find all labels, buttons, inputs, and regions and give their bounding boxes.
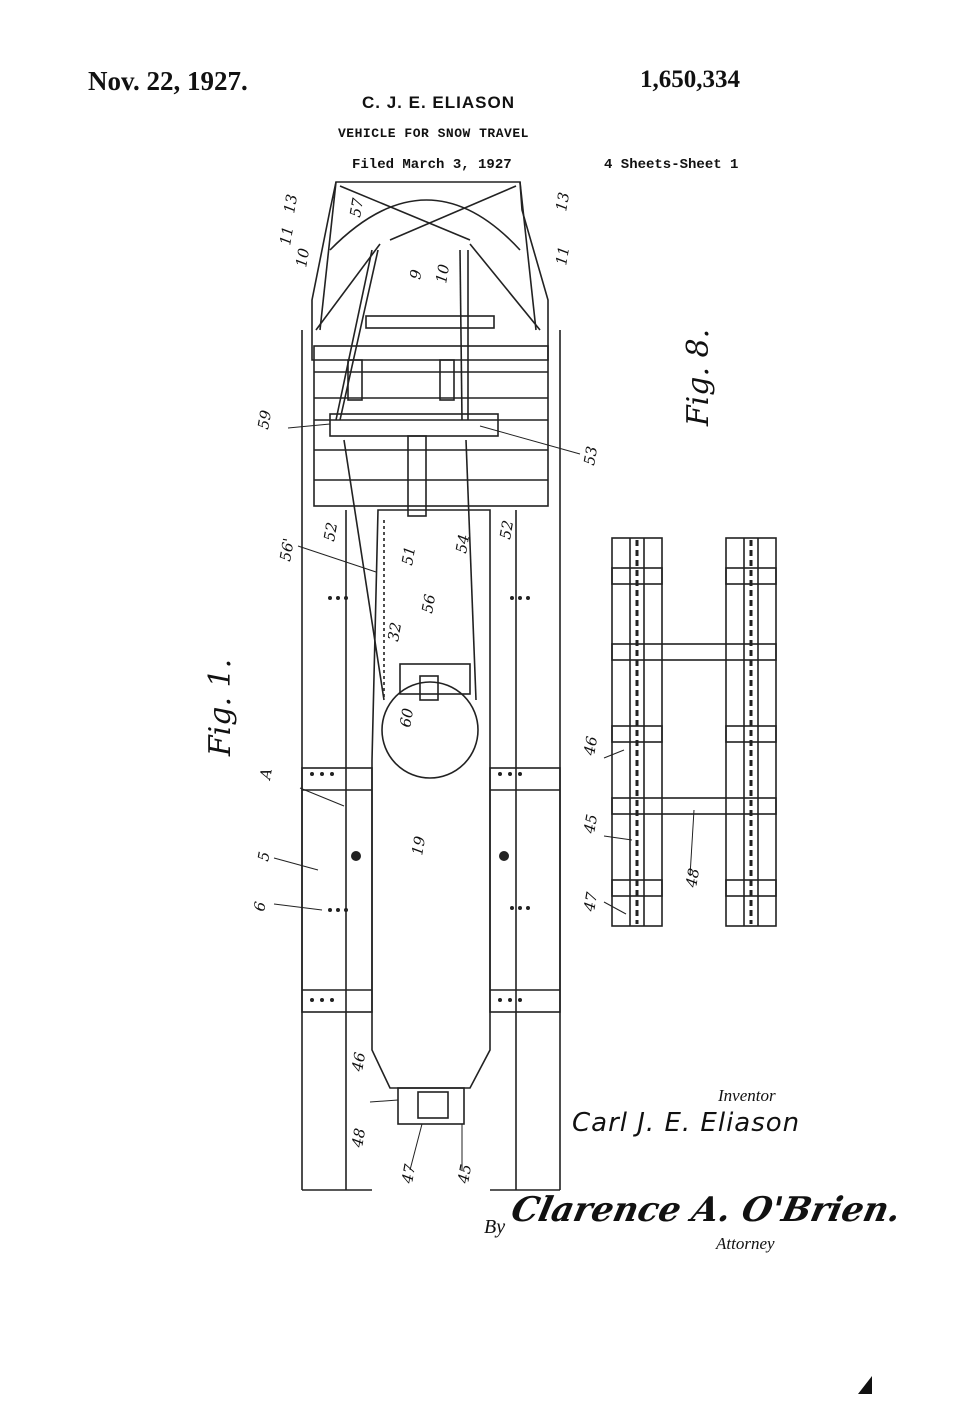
attorney-signature: Clarence A. O'Brien. bbox=[507, 1190, 905, 1230]
ref-52a: 52 bbox=[320, 521, 341, 543]
patent-title: VEHICLE FOR SNOW TRAVEL bbox=[338, 126, 529, 141]
ref-46b: 46 bbox=[580, 734, 601, 757]
patent-date: Nov. 22, 1927. bbox=[88, 66, 248, 96]
ref-11a: 11 bbox=[276, 225, 297, 247]
front-arc bbox=[329, 199, 521, 251]
ref-46a: 46 bbox=[348, 1050, 369, 1073]
ref-54: 54 bbox=[452, 533, 473, 555]
filed-date: Filed March 3, 1927 bbox=[352, 157, 512, 173]
inventor-label: Inventor bbox=[718, 1086, 776, 1105]
ref-11b: 11 bbox=[552, 245, 573, 267]
ref-48b: 48 bbox=[682, 867, 703, 890]
ref-6: 6 bbox=[250, 900, 269, 913]
ref-5: 5 bbox=[254, 850, 273, 863]
ref-13a: 13 bbox=[280, 193, 301, 215]
ref-10b: 10 bbox=[432, 262, 453, 284]
inventor-signature: Carl J. E. Eliason bbox=[572, 1108, 801, 1138]
ref-47a: 47 bbox=[398, 1162, 419, 1185]
ref-A: A bbox=[256, 767, 276, 783]
figure-1-label: Fig. 1. bbox=[203, 658, 239, 757]
ref-60: 60 bbox=[396, 706, 417, 728]
ref-19: 19 bbox=[408, 834, 429, 856]
corner-mark bbox=[858, 1376, 872, 1394]
ref-56p: 56' bbox=[276, 537, 298, 563]
ref-48a: 48 bbox=[348, 1127, 369, 1150]
inventor-name-header: C. J. E. ELIASON bbox=[362, 93, 515, 112]
ref-53: 53 bbox=[580, 445, 601, 467]
patent-number: 1,650,334 bbox=[640, 66, 740, 93]
ref-47b: 47 bbox=[580, 890, 601, 913]
fig8-track-detail bbox=[611, 537, 777, 927]
ref-45b: 45 bbox=[580, 813, 601, 836]
ref-56: 56 bbox=[418, 592, 439, 614]
ref-10a: 10 bbox=[292, 246, 313, 268]
ref-59: 59 bbox=[254, 408, 275, 430]
sheet-count: 4 Sheets-Sheet 1 bbox=[604, 157, 739, 173]
ref-9: 9 bbox=[406, 268, 425, 281]
ref-52b: 52 bbox=[496, 519, 517, 541]
ref-51: 51 bbox=[398, 545, 419, 567]
figure-8-label: Fig. 8. bbox=[681, 328, 717, 427]
by-label: By bbox=[484, 1216, 506, 1238]
attorney-label: Attorney bbox=[716, 1234, 775, 1253]
ref-13b: 13 bbox=[552, 191, 573, 213]
ref-57: 57 bbox=[346, 196, 367, 218]
ref-32: 32 bbox=[384, 621, 405, 643]
ref-45a: 45 bbox=[454, 1163, 475, 1186]
